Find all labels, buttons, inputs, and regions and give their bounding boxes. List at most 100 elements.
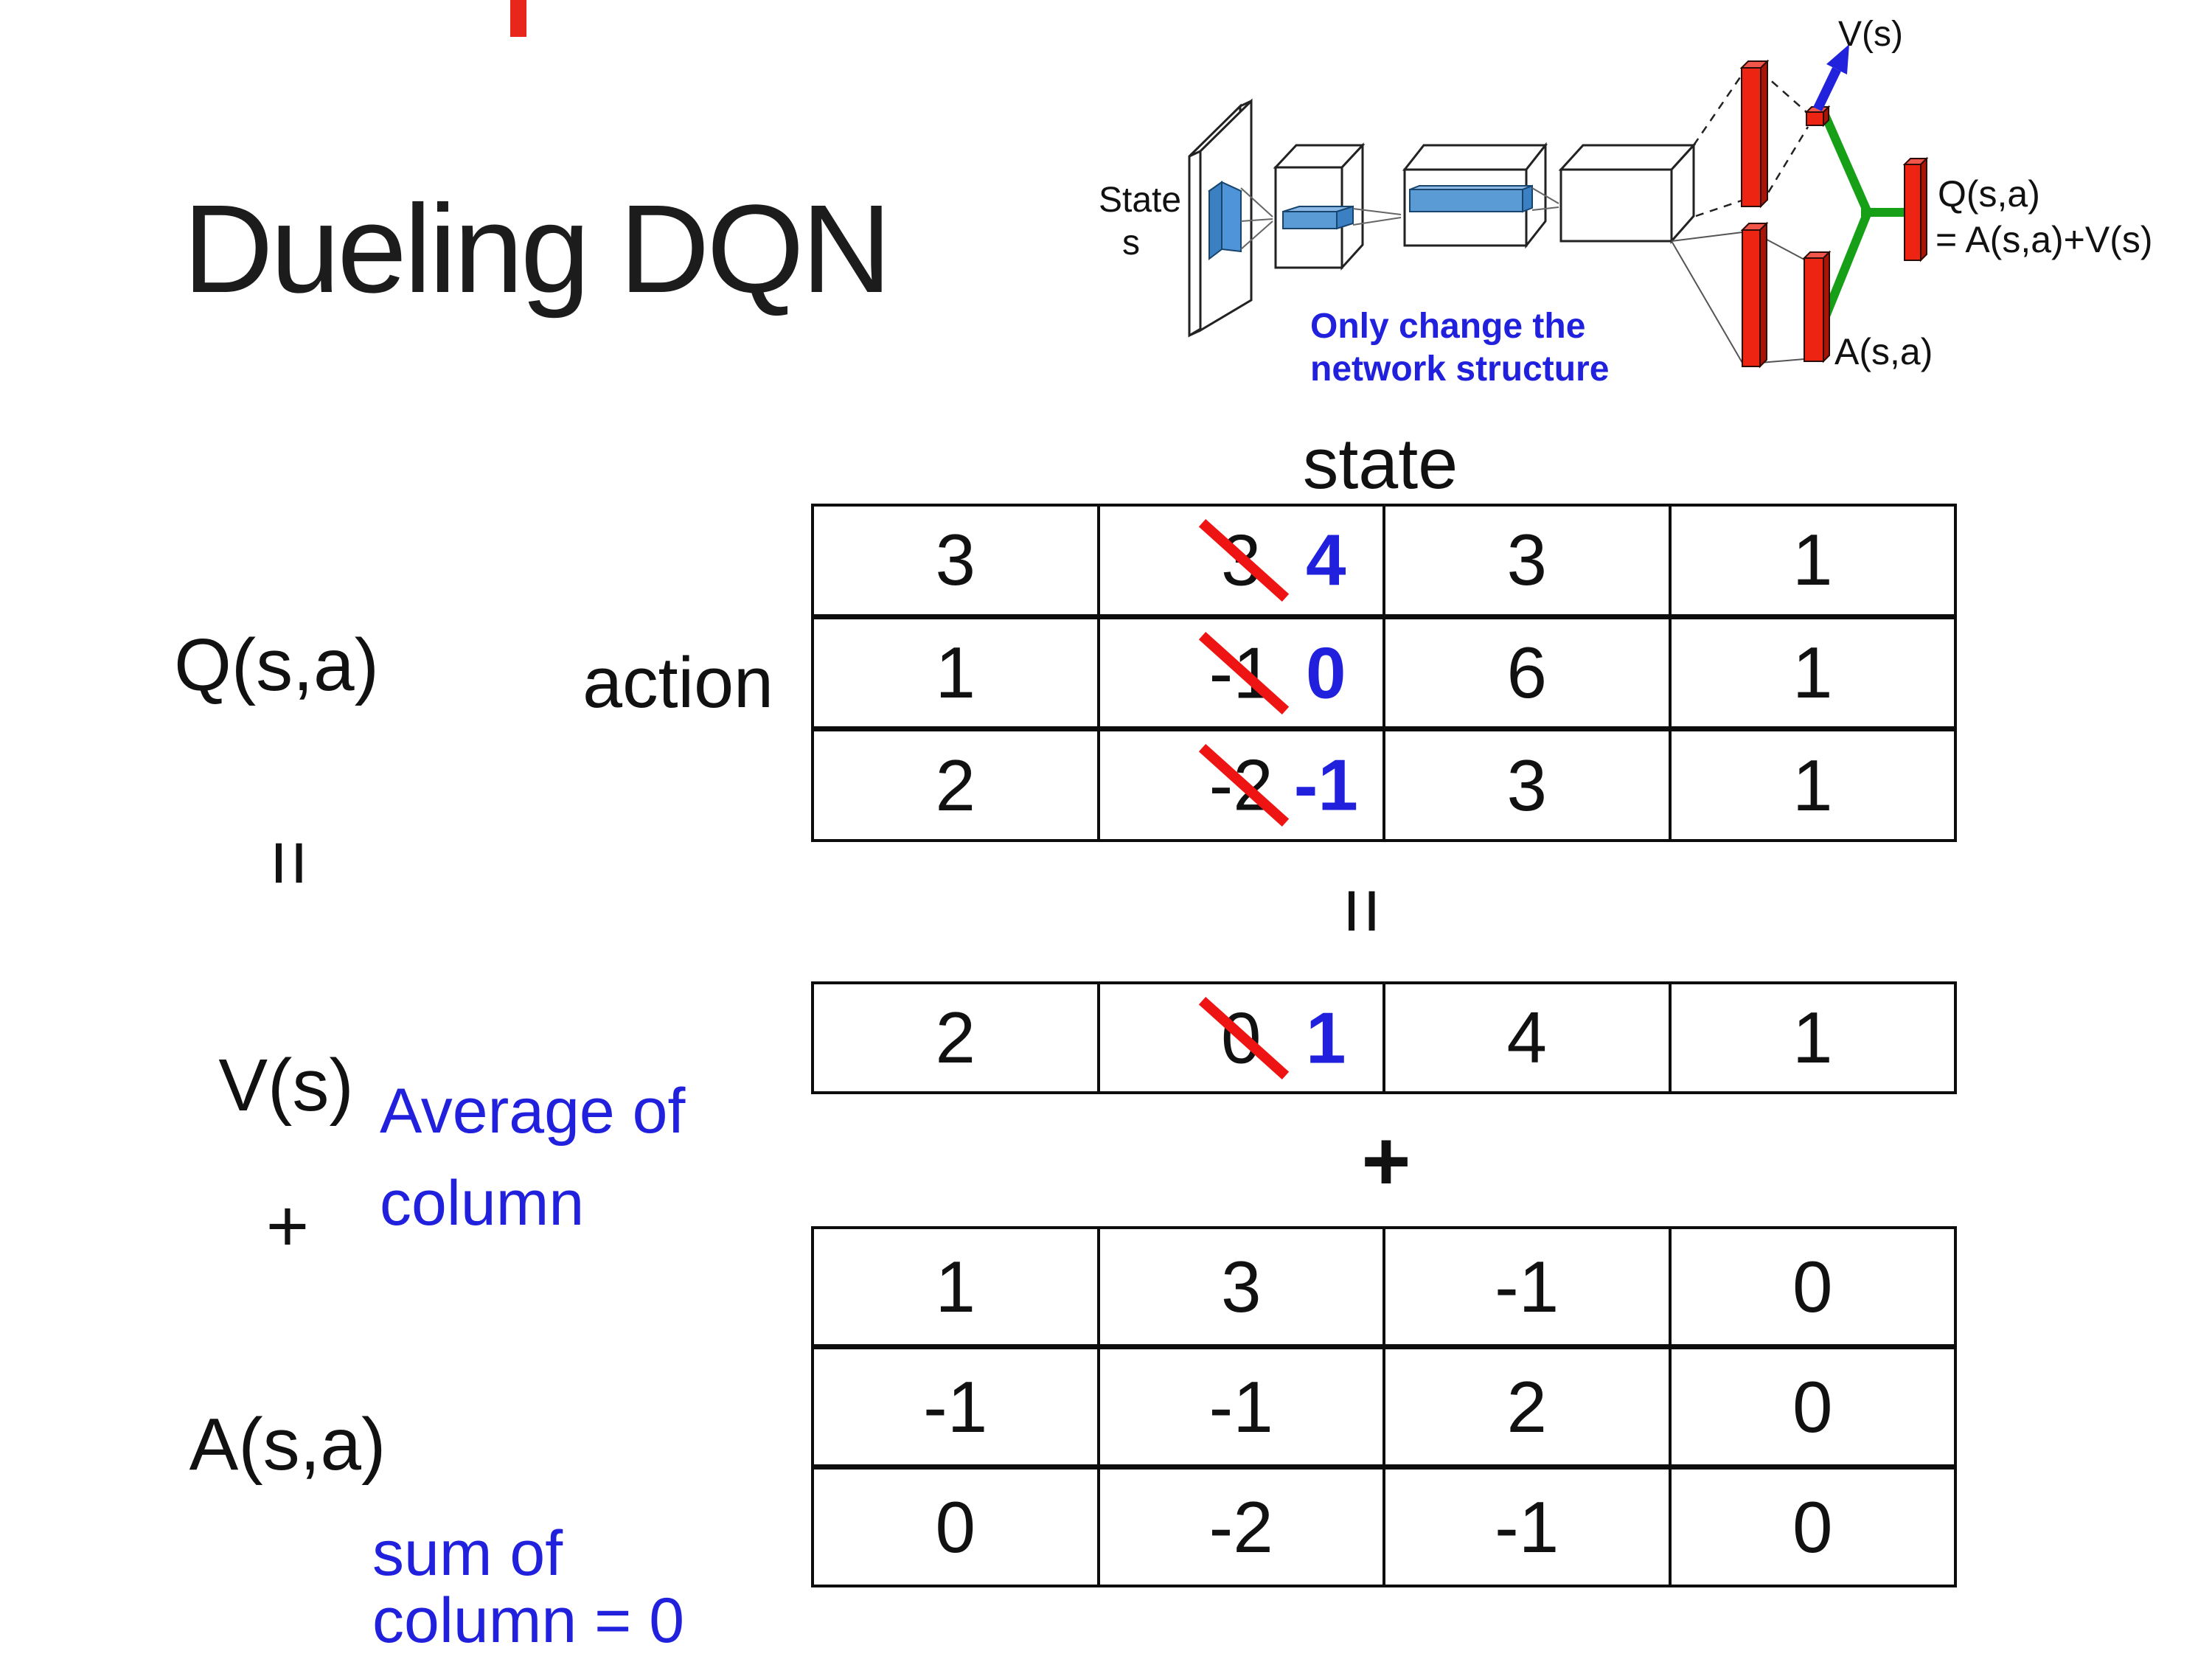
cell-value: 1 (935, 1245, 975, 1327)
merge-connector (1820, 111, 1909, 319)
cell-value: 1 (1792, 997, 1833, 1078)
table-cell: 1 (1668, 984, 1955, 1091)
advantage-fc-bar (1740, 221, 1769, 369)
diagram-note-line1: Only change the (1310, 307, 1585, 346)
conv-layer-2 (1273, 142, 1366, 271)
cell-value: 2 (935, 744, 975, 826)
a-function-label: A(s,a) (189, 1403, 386, 1486)
state-axis-label: state (1302, 423, 1458, 504)
diagram-q-label: Q(s,a) (1938, 173, 2040, 215)
table-cell: 6 (1382, 619, 1669, 727)
table-cell: 34 (1096, 507, 1383, 614)
action-axis-label: action (582, 642, 773, 723)
equals-sign-mid: = (1317, 886, 1408, 935)
table-row: 2 -2-1 3 1 (814, 726, 1955, 840)
table-cell: -1 (1382, 1470, 1669, 1585)
cell-value: 2 (935, 997, 975, 1078)
table-cell: 4 (1382, 984, 1669, 1091)
cell-value: 3 (1506, 519, 1547, 601)
state-value-table: 2 01 4 1 (811, 981, 1957, 1094)
cell-value: 3 (1220, 1245, 1262, 1327)
value-stream-links (1692, 71, 1809, 218)
cell-value: 1 (935, 632, 975, 713)
corrected-value: 0 (1306, 632, 1346, 713)
table-cell: 2 (1382, 1349, 1669, 1464)
table-cell: 3 (1382, 507, 1669, 614)
cell-value: 4 (1506, 997, 1547, 1078)
cell-value: -1 (1208, 1366, 1273, 1447)
table-cell: 3 (1096, 1229, 1383, 1344)
conv-filter-1 (1208, 181, 1242, 261)
table-cell: -2-1 (1096, 731, 1383, 840)
conv-cone-2 (1352, 208, 1402, 226)
diagram-note-line2: network structure (1310, 349, 1609, 389)
table-row: 1 -10 6 1 (814, 613, 1955, 727)
table-cell: -1 (1382, 1229, 1669, 1344)
q-output-bar (1902, 156, 1929, 262)
table-cell: -2 (1096, 1470, 1383, 1585)
cell-value: 1 (1792, 632, 1833, 713)
cell-value: -1 (923, 1366, 988, 1447)
average-note: Average of column (380, 1076, 686, 1239)
table-cell: 0 (814, 1470, 1097, 1585)
table-row: 2 01 4 1 (814, 984, 1954, 1091)
table-cell: 01 (1096, 984, 1383, 1091)
cell-value: 1 (1792, 519, 1833, 601)
v-function-label: V(s) (218, 1044, 354, 1127)
slide-title: Dueling DQN (183, 179, 891, 319)
diagram-state-s: s (1122, 223, 1140, 262)
diagram-v-label: V(s) (1838, 15, 1903, 54)
cell-value: 1 (1792, 744, 1833, 826)
corrected-value: -1 (1293, 744, 1358, 826)
diagram-q-formula: = A(s,a)+V(s) (1935, 219, 2153, 260)
advantage-vector-bar (1802, 250, 1832, 364)
dueling-network-diagram: V(s) Q(s,a) = A(s,a)+V(s) A(s,a) State s… (1099, 15, 2153, 389)
table-cell: 0 (1668, 1229, 1955, 1344)
corrected-value: 1 (1306, 997, 1346, 1078)
cell-value: 2 (1506, 1366, 1547, 1447)
table-row: 0 -2 -1 0 (814, 1464, 1954, 1585)
table-cell: 3 (814, 507, 1097, 614)
table-cell: 1 (814, 619, 1097, 727)
table-cell: 0 (1668, 1349, 1955, 1464)
cell-value: 3 (935, 519, 975, 601)
cell-value: 3 (1506, 744, 1547, 826)
cell-value: -1 (1495, 1245, 1559, 1327)
advantage-table: 1 3 -1 0 -1 -1 2 0 0 -2 -1 0 (811, 1226, 1957, 1587)
diagram-state-label: State (1099, 181, 1181, 220)
table-cell: -1 (814, 1349, 1097, 1464)
cell-value: -2 (1208, 1486, 1273, 1568)
cell-value: 0 (1792, 1486, 1833, 1568)
conv-cone-1 (1240, 187, 1273, 250)
value-scalar-box (1804, 105, 1831, 128)
cell-value: -1 (1495, 1486, 1559, 1568)
table-cell: 1 (1668, 619, 1955, 727)
table-cell: 3 (1382, 731, 1669, 840)
table-cell: 1 (1668, 507, 1955, 614)
table-cell: 1 (1668, 731, 1955, 840)
cell-value: 0 (1792, 1245, 1833, 1327)
table-row: 3 34 3 1 (814, 507, 1954, 614)
corrected-value: 4 (1306, 519, 1346, 601)
q-function-label: Q(s,a) (174, 624, 379, 706)
table-cell: 2 (814, 731, 1097, 839)
sum-note: sum of column = 0 (372, 1518, 685, 1657)
advantage-stream-links (1671, 232, 1805, 364)
table-cell: -1 (1096, 1349, 1383, 1464)
red-top-marker (510, 0, 526, 37)
conv-cone-3 (1531, 187, 1559, 211)
table-cell: -10 (1096, 619, 1383, 727)
fc-layer-box (1558, 142, 1697, 244)
table-cell: 0 (1668, 1470, 1955, 1585)
conv-layer-3 (1402, 142, 1548, 249)
cell-value: 0 (935, 1486, 975, 1568)
equals-sign-left: = (244, 838, 335, 887)
v-output-arrow (1813, 44, 1849, 111)
table-row: -1 -1 2 0 (814, 1344, 1954, 1464)
plus-sign-left: + (265, 1184, 310, 1267)
value-fc-bar (1739, 59, 1770, 209)
table-row: 1 3 -1 0 (814, 1229, 1954, 1344)
cell-value: 6 (1506, 632, 1547, 713)
